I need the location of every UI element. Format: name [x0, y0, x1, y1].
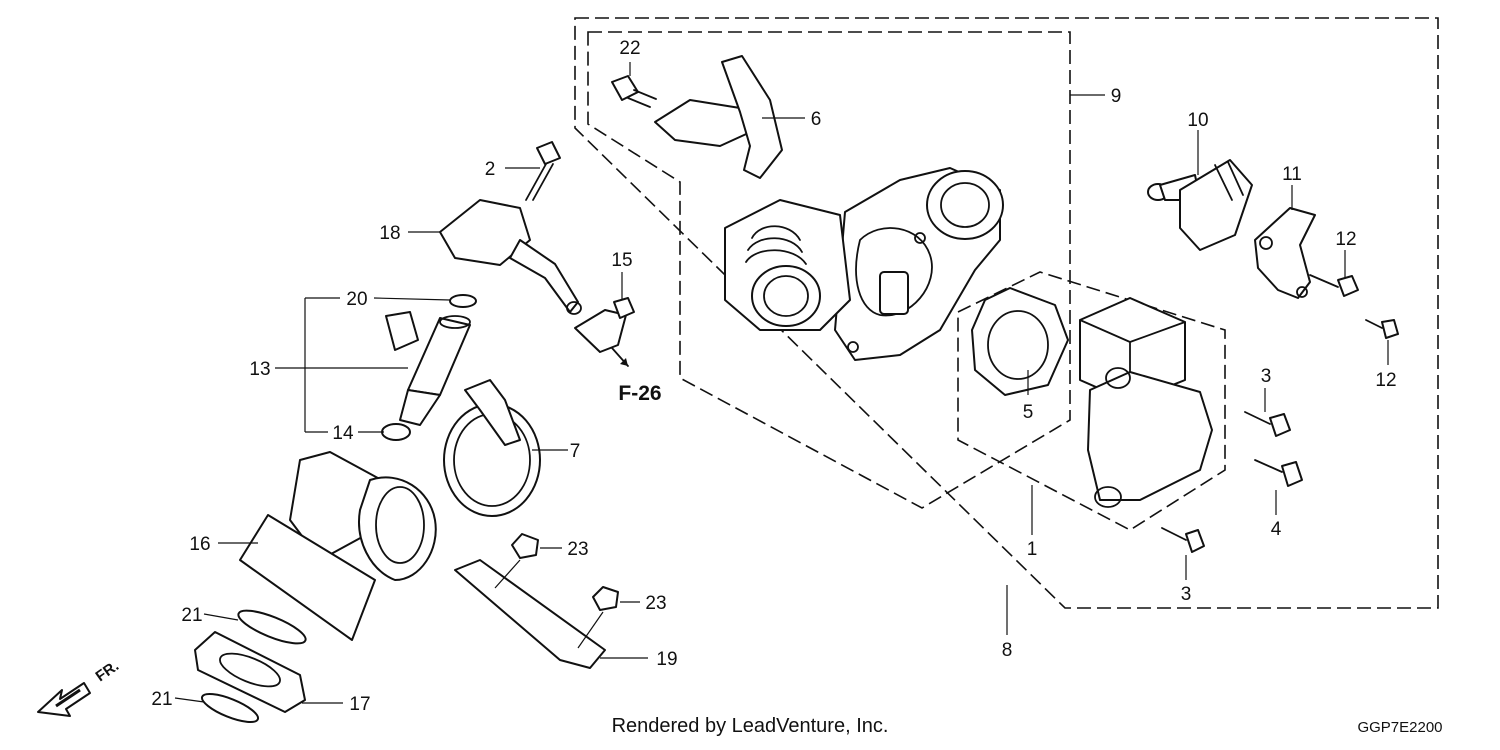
- callout-5: 5: [1023, 402, 1034, 423]
- bolt-12-upper: [1309, 274, 1359, 297]
- callout-6: 6: [811, 109, 822, 130]
- grommet-23-upper: [511, 533, 539, 559]
- callout-15: 15: [611, 250, 632, 271]
- bracket-6: [654, 55, 783, 179]
- assembly-outline-9: [587, 31, 1071, 509]
- bolt-12-lower: [1365, 319, 1399, 339]
- clamp-7: [443, 379, 541, 517]
- gasket-17: [194, 631, 306, 713]
- callout-16: 16: [189, 534, 210, 555]
- callout-7: 7: [570, 441, 581, 462]
- hose-joint-15: [574, 297, 635, 367]
- callout-20: 20: [346, 289, 367, 310]
- front-direction-arrow-icon: [37, 682, 91, 717]
- leader-lines: [174, 62, 1389, 704]
- callout-3-upper: 3: [1261, 366, 1272, 387]
- sensor-unit-1: [1079, 297, 1213, 508]
- bolt-3-lower: [1161, 527, 1205, 553]
- gasket-5: [971, 287, 1069, 396]
- callout-21-upper: 21: [181, 605, 202, 626]
- callout-19: 19: [656, 649, 677, 670]
- sensor-10: [1147, 159, 1253, 251]
- clip-11: [1254, 207, 1316, 299]
- callout-8: 8: [1002, 640, 1013, 661]
- injector-holder-18: [439, 199, 582, 315]
- screw-2: [525, 141, 561, 201]
- bolt-3-upper: [1244, 411, 1291, 437]
- o-ring-21-upper: [237, 609, 307, 645]
- callout-17: 17: [349, 694, 370, 715]
- callout-11: 11: [1282, 164, 1302, 185]
- assembly-outline-1: [957, 271, 1226, 531]
- callout-12-lower: 12: [1375, 370, 1396, 391]
- callout-9: 9: [1111, 86, 1122, 107]
- callout-4: 4: [1271, 519, 1282, 540]
- callout-10: 10: [1187, 110, 1208, 131]
- callout-18: 18: [379, 223, 400, 244]
- seal-14: [381, 423, 411, 441]
- injector-13: [385, 311, 471, 426]
- bolt-22: [611, 75, 657, 108]
- bolt-4: [1254, 459, 1303, 487]
- grommet-23-lower: [592, 586, 619, 611]
- callout-22: 22: [619, 38, 640, 59]
- throttle-body-9: [724, 167, 1004, 361]
- callout-1: 1: [1027, 539, 1038, 560]
- plate-19: [454, 559, 606, 669]
- o-ring-21-lower: [200, 693, 260, 723]
- insulator-16: [239, 451, 437, 641]
- callout-2: 2: [485, 159, 496, 180]
- callout-21-lower: 21: [151, 689, 172, 710]
- callout-12-upper: 12: [1335, 229, 1356, 250]
- o-ring-20: [449, 294, 477, 308]
- callout-14: 14: [332, 423, 354, 444]
- callout-23-lower: 23: [645, 593, 666, 614]
- front-direction-label: FR.: [93, 657, 123, 685]
- callout-3-lower: 3: [1181, 584, 1192, 605]
- assembly-outline-8: [574, 17, 1439, 609]
- drawing-code: GGP7E2200: [1357, 719, 1442, 736]
- reference-label: F-26: [618, 382, 661, 405]
- render-credit: Rendered by LeadVenture, Inc.: [612, 715, 889, 737]
- callout-23-upper: 23: [567, 539, 588, 560]
- callout-13: 13: [249, 359, 270, 380]
